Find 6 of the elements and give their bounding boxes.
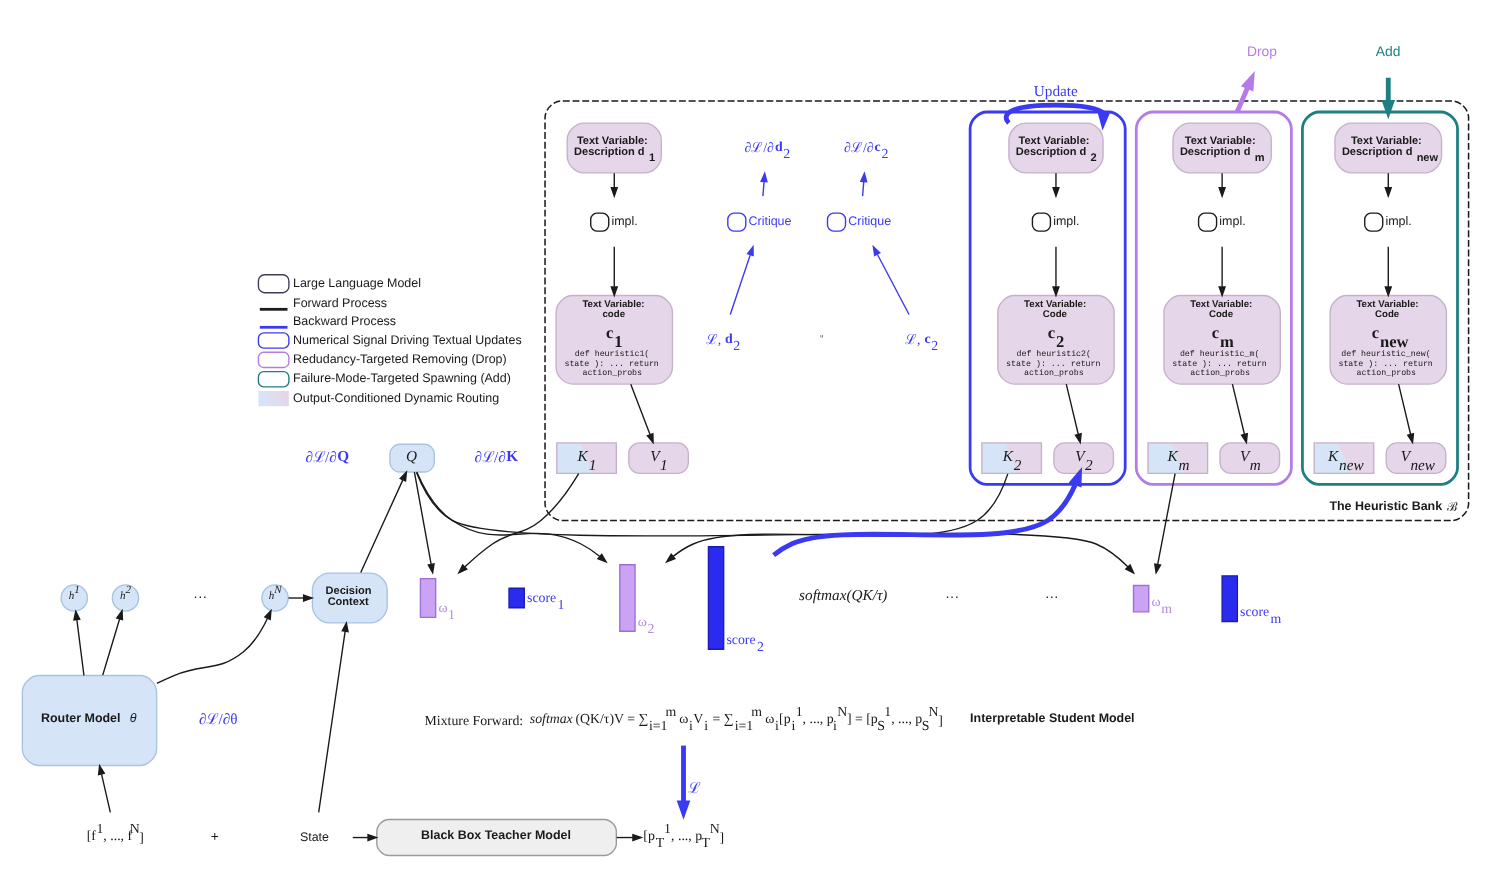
label: ∂ℒ/∂Q [305,445,350,466]
edge-label: ℒ [687,777,700,796]
label: ∂ℒ/∂θ [198,709,238,728]
edge-label: Update [1033,81,1078,100]
label: softmax(QK/τ) [799,585,888,604]
label: ∂ℒ/∂K [474,445,519,466]
